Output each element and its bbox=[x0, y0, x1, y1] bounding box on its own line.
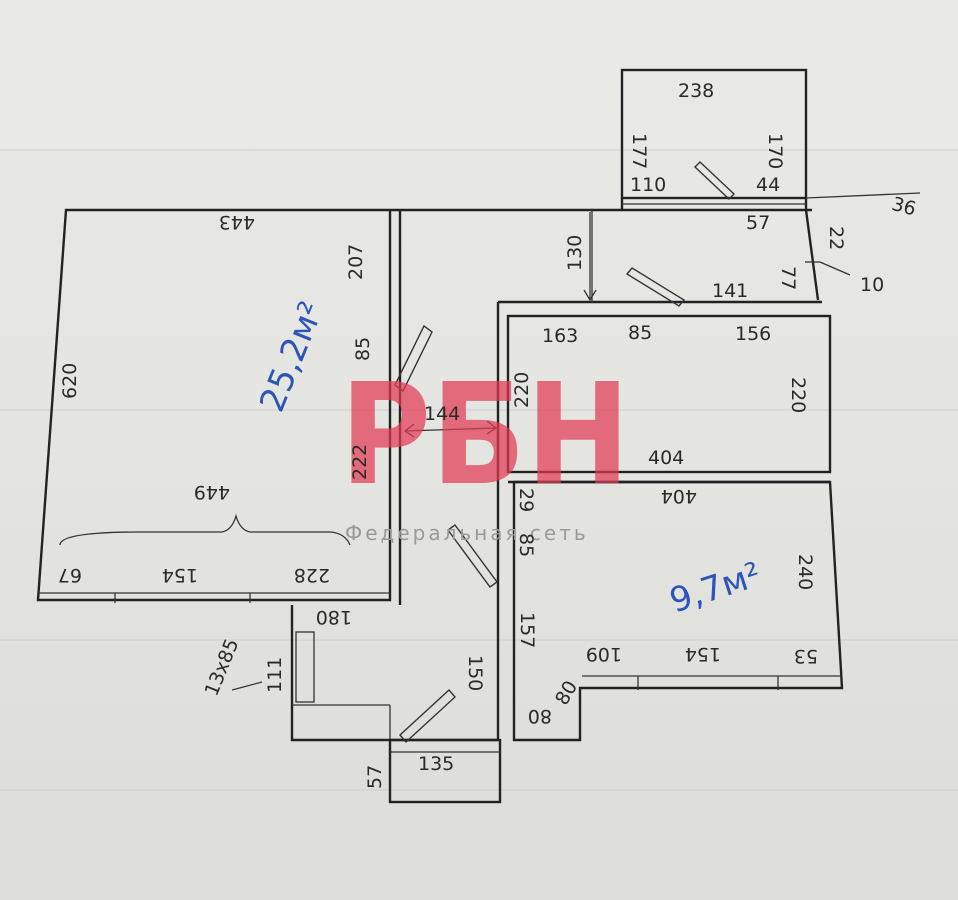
dim-small-bottom-a: 109 bbox=[586, 643, 622, 665]
dim-top-room-bottom-left: 110 bbox=[630, 174, 666, 196]
paper-rules bbox=[0, 149, 958, 791]
dim-top-room-bottom-right: 44 bbox=[756, 174, 780, 196]
dim-hall-right-a: 22 bbox=[825, 226, 847, 250]
dim-small-corner: 80 bbox=[551, 677, 582, 709]
walls bbox=[36, 68, 921, 804]
dim-balcony-width: 135 bbox=[418, 753, 454, 775]
dim-small-bottom-b: 154 bbox=[685, 643, 721, 665]
dim-room-a-left: 220 bbox=[511, 372, 533, 408]
dim-large-right-lower: 222 bbox=[349, 444, 371, 480]
dim-top-room-left: 177 bbox=[628, 133, 650, 169]
dim-small-door-gap: 29 bbox=[515, 488, 537, 512]
dim-top-room-corner: 36 bbox=[889, 193, 918, 221]
dim-small-bottom-c: 53 bbox=[794, 645, 818, 667]
dim-hall-top: 57 bbox=[746, 212, 770, 234]
dim-large-bottom-a: 67 bbox=[58, 564, 82, 586]
dim-large-right-upper: 207 bbox=[345, 244, 367, 280]
doors bbox=[59, 161, 779, 744]
dim-large-bottom-c: 228 bbox=[294, 564, 330, 586]
dim-hall-height: 130 bbox=[564, 235, 586, 271]
dim-room-a-bottom: 404 bbox=[648, 447, 684, 469]
dim-large-top: 443 bbox=[219, 211, 255, 233]
dim-corridor-width: 144 bbox=[424, 403, 460, 425]
dim-small-corner-b: 80 bbox=[528, 705, 552, 727]
dim-small-right: 240 bbox=[794, 554, 816, 590]
dim-room-a-top-left: 163 bbox=[542, 325, 578, 347]
dim-large-door: 85 bbox=[352, 337, 374, 361]
dim-hall-right-b: 77 bbox=[777, 266, 799, 290]
watermark-subtitle: Федеральная сеть bbox=[345, 521, 589, 545]
dim-room-a-right: 220 bbox=[787, 377, 809, 413]
dim-small-top: 404 bbox=[661, 485, 697, 507]
dim-large-bottom-b: 154 bbox=[162, 564, 198, 586]
dim-hall-right-c: 10 bbox=[860, 274, 884, 296]
dim-balcony-left: 57 bbox=[364, 765, 386, 789]
dim-entry-right: 150 bbox=[464, 655, 486, 691]
dim-entry-niche: 111 bbox=[264, 657, 286, 693]
dim-room-a-door: 85 bbox=[628, 322, 652, 344]
dim-small-left: 157 bbox=[516, 612, 538, 648]
dim-entry-top: 180 bbox=[316, 606, 352, 628]
dim-large-span: 449 bbox=[194, 481, 230, 503]
dim-entry-niche-label: 13x85 bbox=[201, 636, 244, 700]
dim-large-left: 620 bbox=[59, 363, 81, 399]
dim-hall-bottom: 141 bbox=[712, 280, 748, 302]
dimension-labels: 238 177 170 110 44 36 443 207 620 85 222… bbox=[58, 80, 919, 789]
area-label-large-room: 25,2м² bbox=[252, 296, 332, 418]
watermark-logo: РБН bbox=[340, 354, 630, 517]
dim-room-a-top-right: 156 bbox=[735, 323, 771, 345]
dim-small-door: 85 bbox=[515, 533, 537, 557]
watermark: РБН Федеральная сеть bbox=[340, 354, 630, 545]
dim-top-room-right: 170 bbox=[764, 133, 786, 169]
dim-top-room-top: 238 bbox=[678, 80, 714, 102]
area-label-small-room: 9,7м² bbox=[665, 555, 766, 622]
